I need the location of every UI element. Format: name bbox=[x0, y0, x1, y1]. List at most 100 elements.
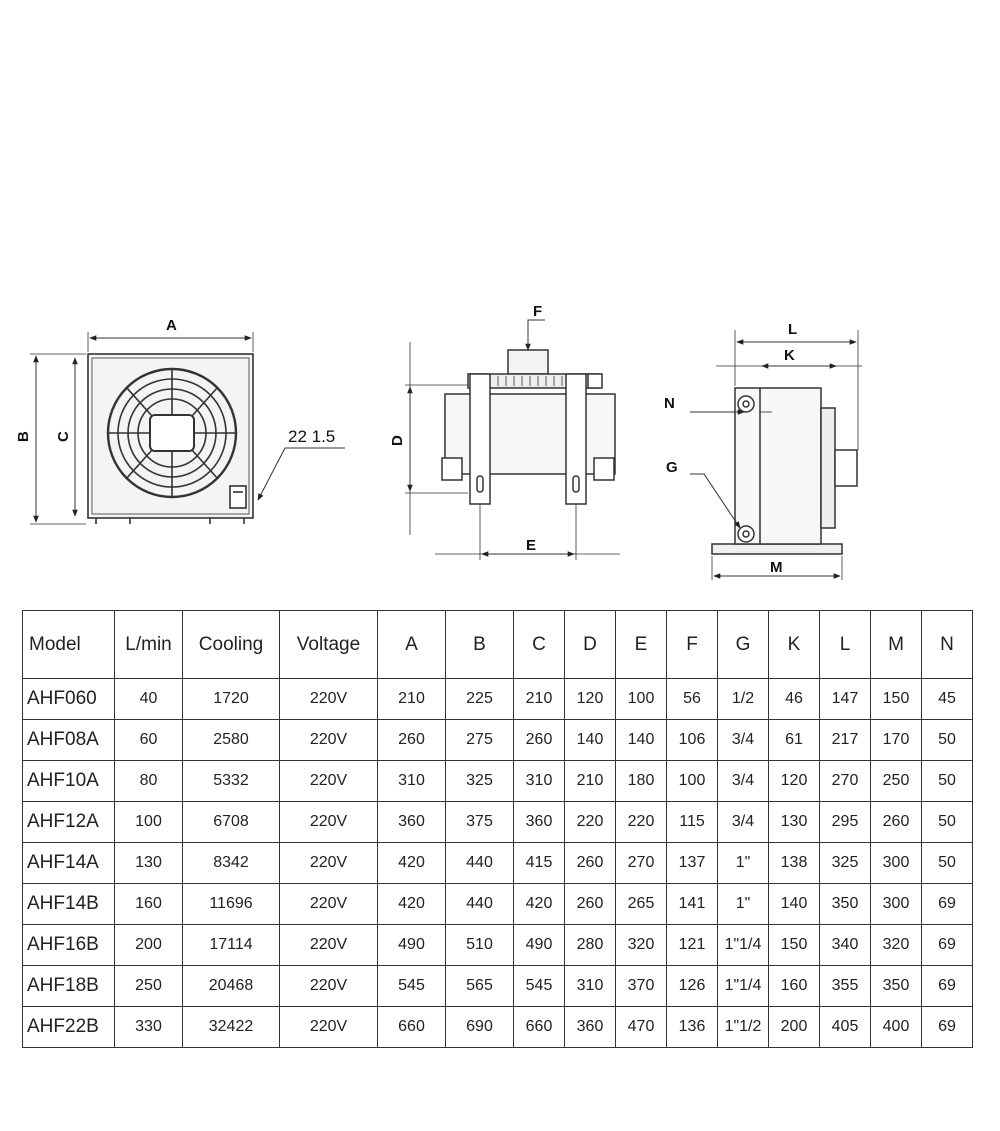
model-cell: AHF14A bbox=[22, 842, 115, 884]
table-cell: 490 bbox=[377, 924, 446, 966]
table-cell: 1/2 bbox=[717, 678, 769, 720]
table-cell: 220V bbox=[279, 801, 378, 843]
column-header: Model bbox=[22, 610, 115, 679]
table-cell: 225 bbox=[445, 678, 514, 720]
table-cell: 355 bbox=[819, 965, 871, 1007]
table-cell: 40 bbox=[114, 678, 183, 720]
table-cell: 1" bbox=[717, 842, 769, 884]
dim-label-N: N bbox=[664, 395, 675, 412]
table-cell: 690 bbox=[445, 1006, 514, 1048]
model-cell: AHF16B bbox=[22, 924, 115, 966]
table-cell: 220 bbox=[615, 801, 667, 843]
table-cell: 360 bbox=[377, 801, 446, 843]
table-cell: 260 bbox=[564, 842, 616, 884]
table-cell: 660 bbox=[513, 1006, 565, 1048]
table-cell: 32422 bbox=[182, 1006, 280, 1048]
dim-label-E: E bbox=[526, 537, 536, 554]
dim-label-D: D bbox=[389, 435, 406, 446]
table-cell: 3/4 bbox=[717, 801, 769, 843]
table-cell: 420 bbox=[377, 842, 446, 884]
table-cell: 220V bbox=[279, 842, 378, 884]
table-cell: 325 bbox=[819, 842, 871, 884]
table-cell: 420 bbox=[513, 883, 565, 925]
table-cell: 106 bbox=[666, 719, 718, 761]
table-cell: 545 bbox=[513, 965, 565, 1007]
table-cell: 280 bbox=[564, 924, 616, 966]
dim-label-K: K bbox=[784, 347, 795, 364]
model-cell: AHF18B bbox=[22, 965, 115, 1007]
table-cell: 180 bbox=[615, 760, 667, 802]
column-header: L bbox=[819, 610, 871, 679]
table-cell: 220V bbox=[279, 924, 378, 966]
table-cell: 490 bbox=[513, 924, 565, 966]
table-cell: 250 bbox=[114, 965, 183, 1007]
column-header: N bbox=[921, 610, 973, 679]
dim-label-M: M bbox=[770, 559, 783, 576]
table-cell: 200 bbox=[768, 1006, 820, 1048]
table-cell: 8342 bbox=[182, 842, 280, 884]
model-cell: AHF14B bbox=[22, 883, 115, 925]
table-cell: 138 bbox=[768, 842, 820, 884]
table-cell: 69 bbox=[921, 883, 973, 925]
table-cell: 220 bbox=[564, 801, 616, 843]
column-header: D bbox=[564, 610, 616, 679]
dim-label-C: C bbox=[55, 431, 72, 442]
table-cell: 50 bbox=[921, 842, 973, 884]
technical-drawings: A B C 22 1.5 bbox=[0, 290, 1000, 600]
column-header: K bbox=[768, 610, 820, 679]
table-cell: 350 bbox=[819, 883, 871, 925]
table-cell: 1"1/4 bbox=[717, 924, 769, 966]
drawings-svg: A B C 22 1.5 bbox=[15, 303, 862, 580]
table-cell: 210 bbox=[564, 760, 616, 802]
column-header: L/min bbox=[114, 610, 183, 679]
table-cell: 265 bbox=[615, 883, 667, 925]
table-cell: 120 bbox=[768, 760, 820, 802]
column-header: F bbox=[666, 610, 718, 679]
table-cell: 220V bbox=[279, 678, 378, 720]
table-cell: 420 bbox=[377, 883, 446, 925]
table-cell: 140 bbox=[564, 719, 616, 761]
table-cell: 310 bbox=[513, 760, 565, 802]
table-cell: 46 bbox=[768, 678, 820, 720]
middle-view bbox=[405, 319, 620, 560]
table-cell: 310 bbox=[377, 760, 446, 802]
column-header: Voltage bbox=[279, 610, 378, 679]
table-cell: 360 bbox=[564, 1006, 616, 1048]
table-cell: 260 bbox=[377, 719, 446, 761]
table-cell: 220V bbox=[279, 760, 378, 802]
table-cell: 50 bbox=[921, 719, 973, 761]
table-cell: 565 bbox=[445, 965, 514, 1007]
table-cell: 2580 bbox=[182, 719, 280, 761]
table-cell: 121 bbox=[666, 924, 718, 966]
table-cell: 510 bbox=[445, 924, 514, 966]
table-cell: 330 bbox=[114, 1006, 183, 1048]
table-cell: 5332 bbox=[182, 760, 280, 802]
table-cell: 137 bbox=[666, 842, 718, 884]
thread-note: 22 1.5 bbox=[288, 427, 335, 446]
table-cell: 50 bbox=[921, 801, 973, 843]
table-cell: 69 bbox=[921, 965, 973, 1007]
table-cell: 147 bbox=[819, 678, 871, 720]
table-cell: 56 bbox=[666, 678, 718, 720]
table-cell: 440 bbox=[445, 883, 514, 925]
table-cell: 360 bbox=[513, 801, 565, 843]
table-cell: 220V bbox=[279, 883, 378, 925]
fan-guard-icon bbox=[106, 367, 238, 499]
column-header: M bbox=[870, 610, 922, 679]
table-cell: 220V bbox=[279, 719, 378, 761]
table-cell: 210 bbox=[377, 678, 446, 720]
dim-label-G: G bbox=[666, 459, 678, 476]
column-header: A bbox=[377, 610, 446, 679]
table-cell: 126 bbox=[666, 965, 718, 1007]
table-cell: 405 bbox=[819, 1006, 871, 1048]
table-cell: 260 bbox=[564, 883, 616, 925]
table-cell: 1720 bbox=[182, 678, 280, 720]
table-cell: 210 bbox=[513, 678, 565, 720]
model-cell: AHF08A bbox=[22, 719, 115, 761]
